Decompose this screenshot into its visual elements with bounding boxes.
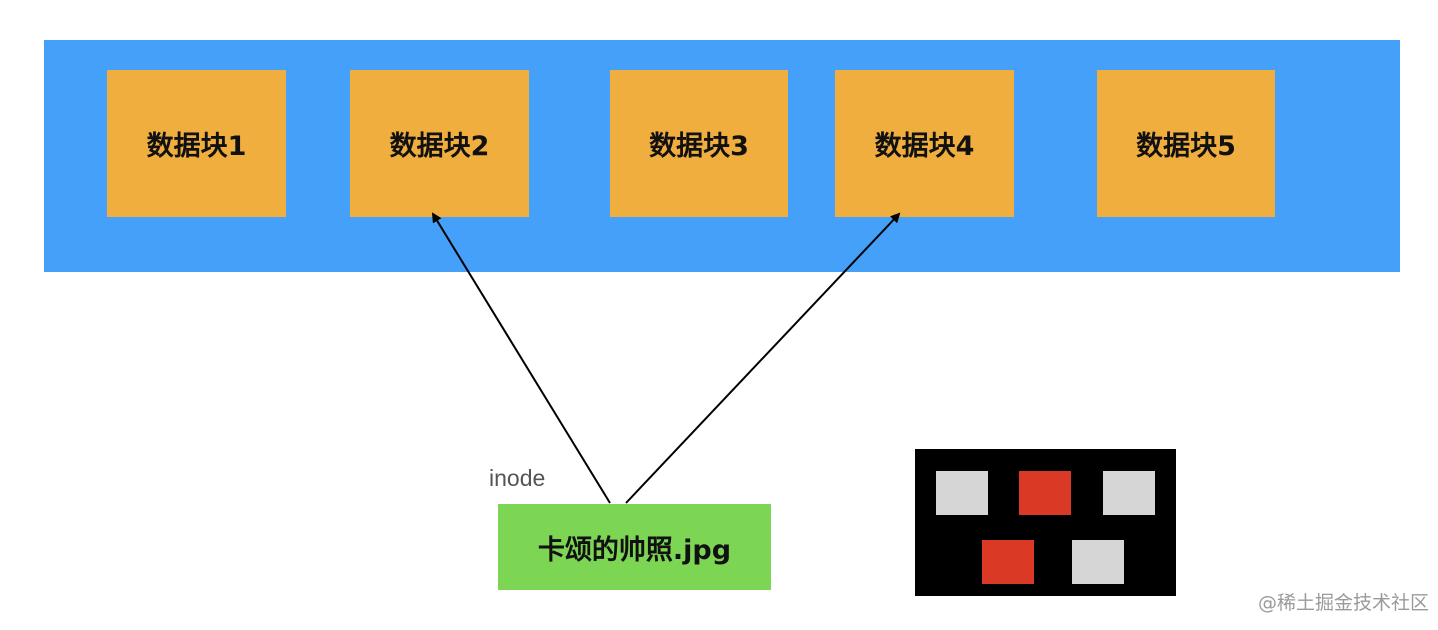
legend-square-gray [1072,540,1124,584]
data-block-3: 数据块3 [610,70,788,217]
data-block-4: 数据块4 [835,70,1014,217]
file-inode-box: 卡颂的帅照.jpg [498,504,771,590]
data-block-1-label: 数据块1 [146,131,247,162]
legend-square-red [982,540,1034,584]
data-block-5-label: 数据块5 [1136,131,1236,162]
data-block-2-label: 数据块2 [389,131,490,162]
data-block-1: 数据块1 [107,70,286,217]
legend-square-red [1019,471,1071,515]
data-block-3-label: 数据块3 [649,131,749,162]
legend-square-gray [936,471,988,515]
data-block-5: 数据块5 [1097,70,1275,217]
inode-label: inode [489,465,546,491]
data-block-4-label: 数据块4 [874,131,975,162]
data-block-2: 数据块2 [350,70,529,217]
watermark: @稀土掘金技术社区 [1258,592,1430,614]
legend-square-gray [1103,471,1155,515]
file-name: 卡颂的帅照.jpg [537,534,732,566]
